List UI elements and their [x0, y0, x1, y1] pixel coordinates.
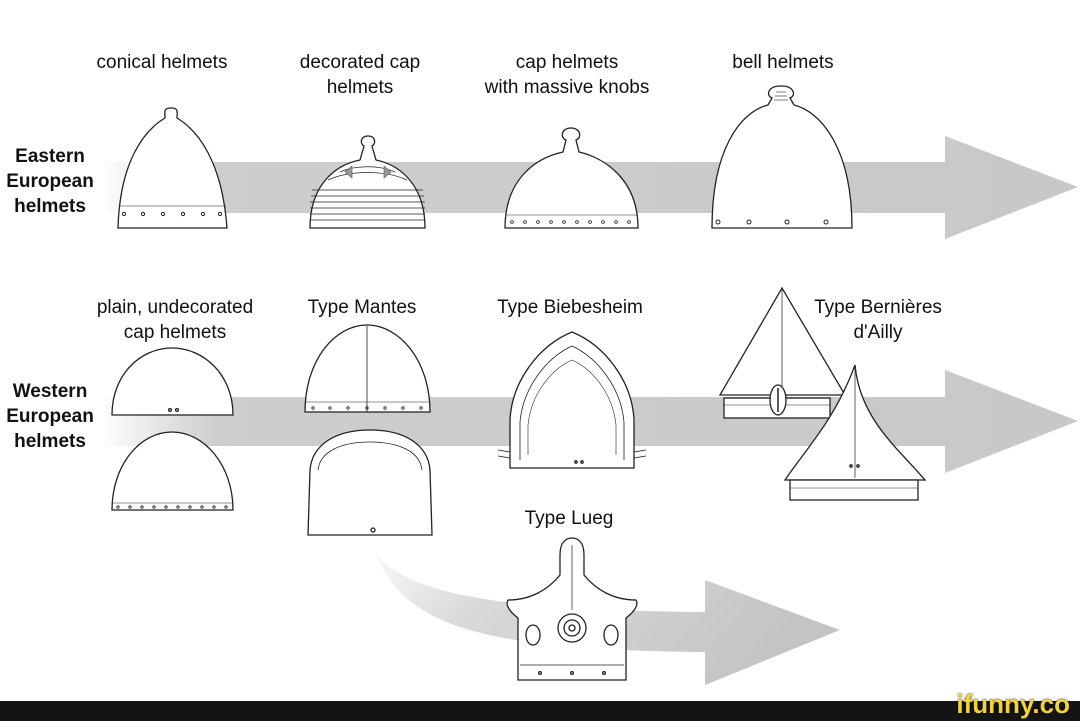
label-lueg: Type Lueg: [524, 508, 614, 529]
label-conical: conical helmets: [96, 52, 228, 73]
mantes-helmet-icon: [304, 324, 431, 413]
label-cap-knobs: cap helmets with massive knobs: [484, 52, 650, 98]
label-mantes: Type Mantes: [307, 297, 417, 318]
bernieres-helmet-back-icon: [718, 286, 847, 419]
label-plain-cap: plain, undecorated cap helmets: [96, 297, 254, 343]
plain-cap-helmet-lower-icon: [111, 431, 234, 511]
ifunny-watermark: ifunny.co: [956, 689, 1070, 719]
bell-helmet-icon: [711, 85, 853, 229]
plain-cap-helmet-upper-icon: [111, 347, 234, 416]
label-bernieres: Type Bernières d'Ailly: [814, 297, 942, 343]
label-decorated-cap: decorated cap helmets: [299, 52, 421, 98]
decorated-cap-helmet-icon: [309, 135, 426, 229]
row-title-eastern: Eastern European helmets: [6, 146, 94, 217]
conical-helmet-icon: [117, 107, 228, 229]
biebesheim-helmet-icon: [497, 331, 647, 469]
row-title-western: Western European helmets: [6, 381, 94, 452]
mantes-lower-helmet-icon: [307, 429, 433, 536]
lueg-helmet-icon: [506, 537, 638, 681]
lueg-arrow: [365, 530, 840, 685]
footer-bar: [0, 701, 1080, 721]
label-bell: bell helmets: [732, 52, 834, 73]
bernieres-helmet-front-icon: [783, 364, 927, 501]
knobbed-cap-helmet-icon: [504, 127, 639, 229]
label-biebesheim: Type Biebesheim: [497, 297, 643, 318]
